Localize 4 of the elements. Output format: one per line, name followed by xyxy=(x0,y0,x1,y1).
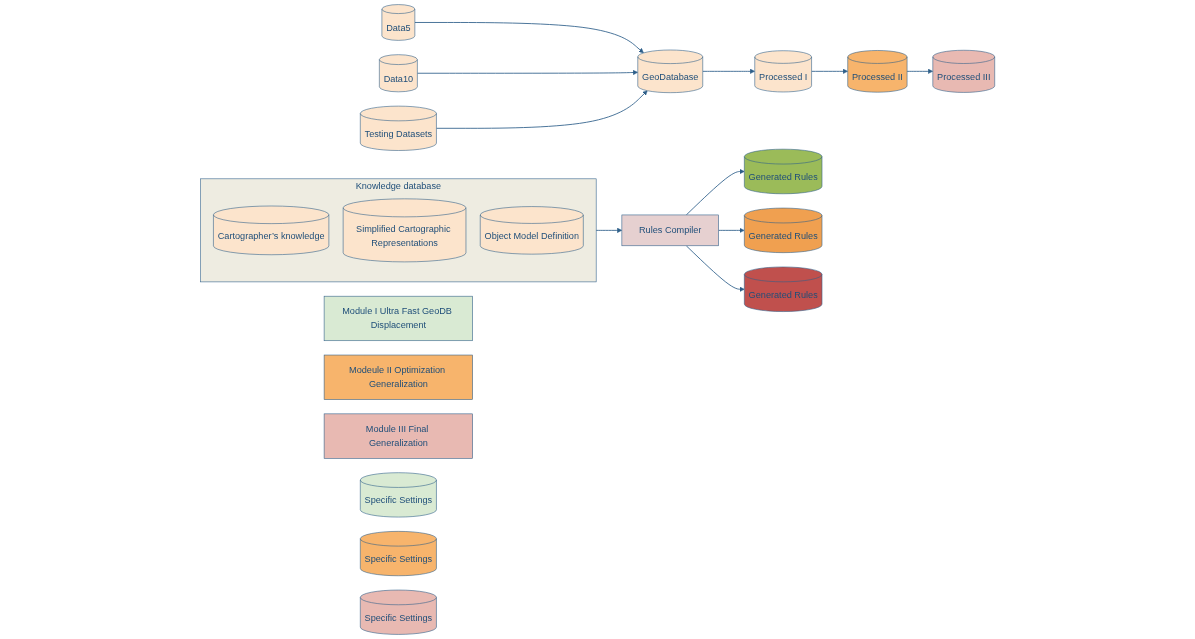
node-box: Module III Final Generalization xyxy=(323,413,473,459)
node-box: Rules Compiler xyxy=(621,214,719,247)
node-box: Module I Ultra Fast GeoDB Displacement xyxy=(323,295,473,342)
node-box: Modeule II Optimization Generalization xyxy=(323,354,473,400)
